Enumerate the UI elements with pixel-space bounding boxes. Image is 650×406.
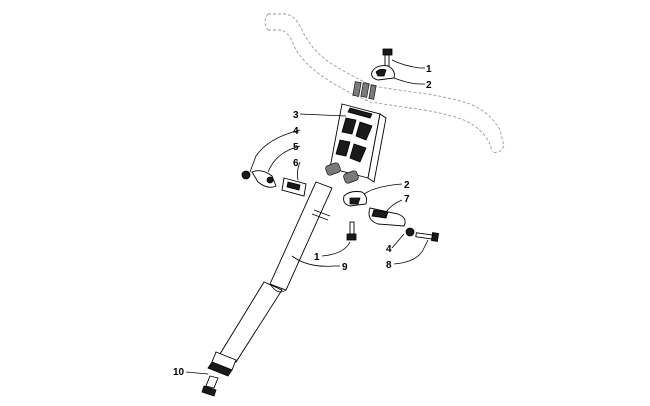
upper-clamp [371, 65, 395, 81]
upper-bolt [382, 48, 393, 68]
callout-7: 7 [404, 194, 410, 205]
callout-10: 10 [173, 367, 185, 378]
callout-9: 9 [342, 262, 348, 273]
riser-pins [325, 162, 359, 184]
leader-lines [185, 59, 429, 375]
steering-post [219, 181, 333, 363]
handlebar-bands [352, 81, 377, 100]
right-bolt [415, 232, 439, 242]
handlebar-outline [264, 13, 505, 153]
callout-4-left: 4 [293, 126, 299, 137]
lower-clamp [343, 191, 367, 207]
left-bracket [281, 177, 307, 197]
callout-3: 3 [293, 110, 299, 121]
callout-1-top: 1 [426, 64, 432, 75]
riser-block [329, 103, 387, 183]
callout-2-top: 2 [426, 80, 432, 91]
lower-fitting [201, 351, 237, 397]
callout-labels: 1 2 3 4 5 6 2 7 1 4 9 8 10 [173, 64, 432, 378]
callout-5: 5 [293, 142, 299, 153]
callout-1-lower: 1 [314, 252, 320, 263]
steering-arm [368, 207, 406, 227]
left-tie-rod-end [241, 170, 277, 188]
callout-6: 6 [293, 158, 299, 169]
callout-8: 8 [386, 260, 392, 271]
callout-2-lower: 2 [404, 180, 410, 191]
right-nut [405, 227, 415, 237]
callout-4-right: 4 [386, 244, 392, 255]
lower-bolt [346, 221, 357, 241]
